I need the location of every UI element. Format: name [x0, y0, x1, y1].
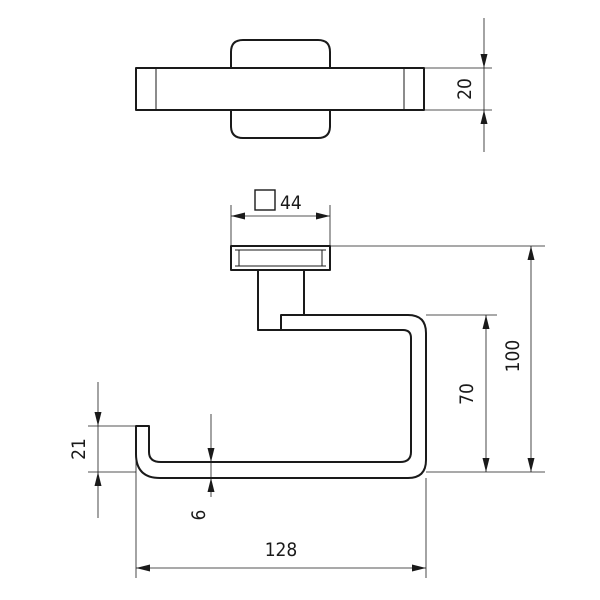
- mounting-base: [230, 245, 331, 271]
- dimension-lip-height-label: 21: [68, 438, 90, 460]
- dimension-overall-width-label: 128: [265, 539, 298, 561]
- front-view: 44 100 70 21: [68, 189, 545, 578]
- dimension-top-depth-label: 20: [454, 78, 476, 100]
- hook-arm: [135, 314, 427, 479]
- dimension-lip-height: 21: [68, 382, 136, 518]
- dimension-bar-thickness: 6: [188, 414, 215, 520]
- dimension-square-size-label: 44: [280, 192, 302, 214]
- top-view-bar: [135, 67, 425, 111]
- dimension-overall-width: 128: [135, 426, 427, 578]
- connecting-stem: [257, 269, 305, 331]
- dimension-arm-height: 70: [426, 314, 497, 472]
- dimension-overall-height-label: 100: [502, 340, 524, 373]
- dimension-square-size: 44: [230, 189, 331, 246]
- top-view-rear-plate: [230, 39, 331, 139]
- dimension-overall-height: 100: [330, 245, 545, 473]
- dimension-arm-height-label: 70: [456, 383, 478, 405]
- dimension-top-depth: 20: [424, 18, 492, 152]
- dimension-bar-thickness-label: 6: [188, 510, 210, 521]
- square-icon: [254, 189, 276, 211]
- top-view: 20: [135, 18, 492, 152]
